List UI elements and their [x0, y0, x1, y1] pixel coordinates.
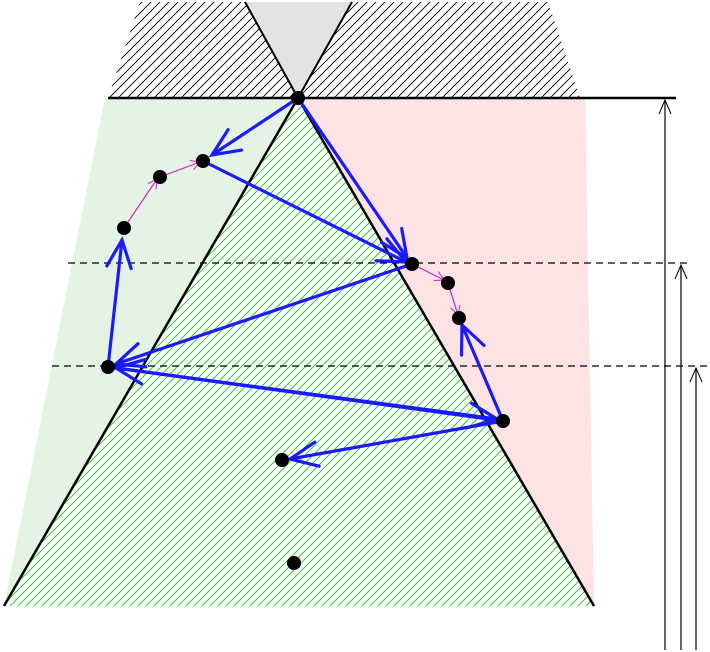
trajectory-segment — [201, 159, 408, 264]
node-dot — [452, 311, 466, 325]
node-dot — [101, 360, 115, 374]
trajectory-arrows — [105, 96, 505, 468]
trajectory-segment — [296, 96, 409, 260]
node-dot — [496, 414, 510, 428]
triangle-right-edge — [296, 97, 596, 607]
node-dot — [196, 154, 210, 168]
trajectory-segment — [114, 262, 414, 366]
top-hatched-region — [298, 2, 580, 98]
small-step-arrow — [159, 159, 201, 178]
cone-right-edge — [297, 1, 353, 99]
triangle-hatched-region — [4, 98, 594, 606]
apex-gray-region — [245, 2, 352, 98]
node-dot — [405, 257, 419, 271]
node-dot — [287, 556, 301, 570]
trajectory-arrowhead — [459, 321, 486, 357]
trajectory-arrowhead — [379, 226, 410, 262]
vertical-arrows — [665, 100, 696, 650]
node-dot — [441, 276, 455, 290]
cone-left-edge — [244, 1, 299, 99]
node-dot — [117, 221, 131, 235]
trajectory-arrowhead — [286, 440, 321, 468]
trajectory-segment — [288, 419, 505, 461]
trajectory-segment — [106, 238, 124, 369]
node-dot — [291, 91, 305, 105]
trajectory-segment — [106, 365, 499, 421]
top-hatched-region — [108, 2, 298, 98]
trajectory-segment — [210, 96, 300, 157]
trajectory-arrowhead — [112, 342, 148, 369]
trajectory-segment — [460, 323, 505, 423]
small-step-arrow — [123, 178, 158, 229]
nodes — [101, 91, 510, 570]
trajectory-arrowhead — [208, 128, 244, 158]
trajectory-arrowhead — [105, 236, 133, 271]
node-dot — [153, 170, 167, 184]
node-dot — [275, 453, 289, 467]
